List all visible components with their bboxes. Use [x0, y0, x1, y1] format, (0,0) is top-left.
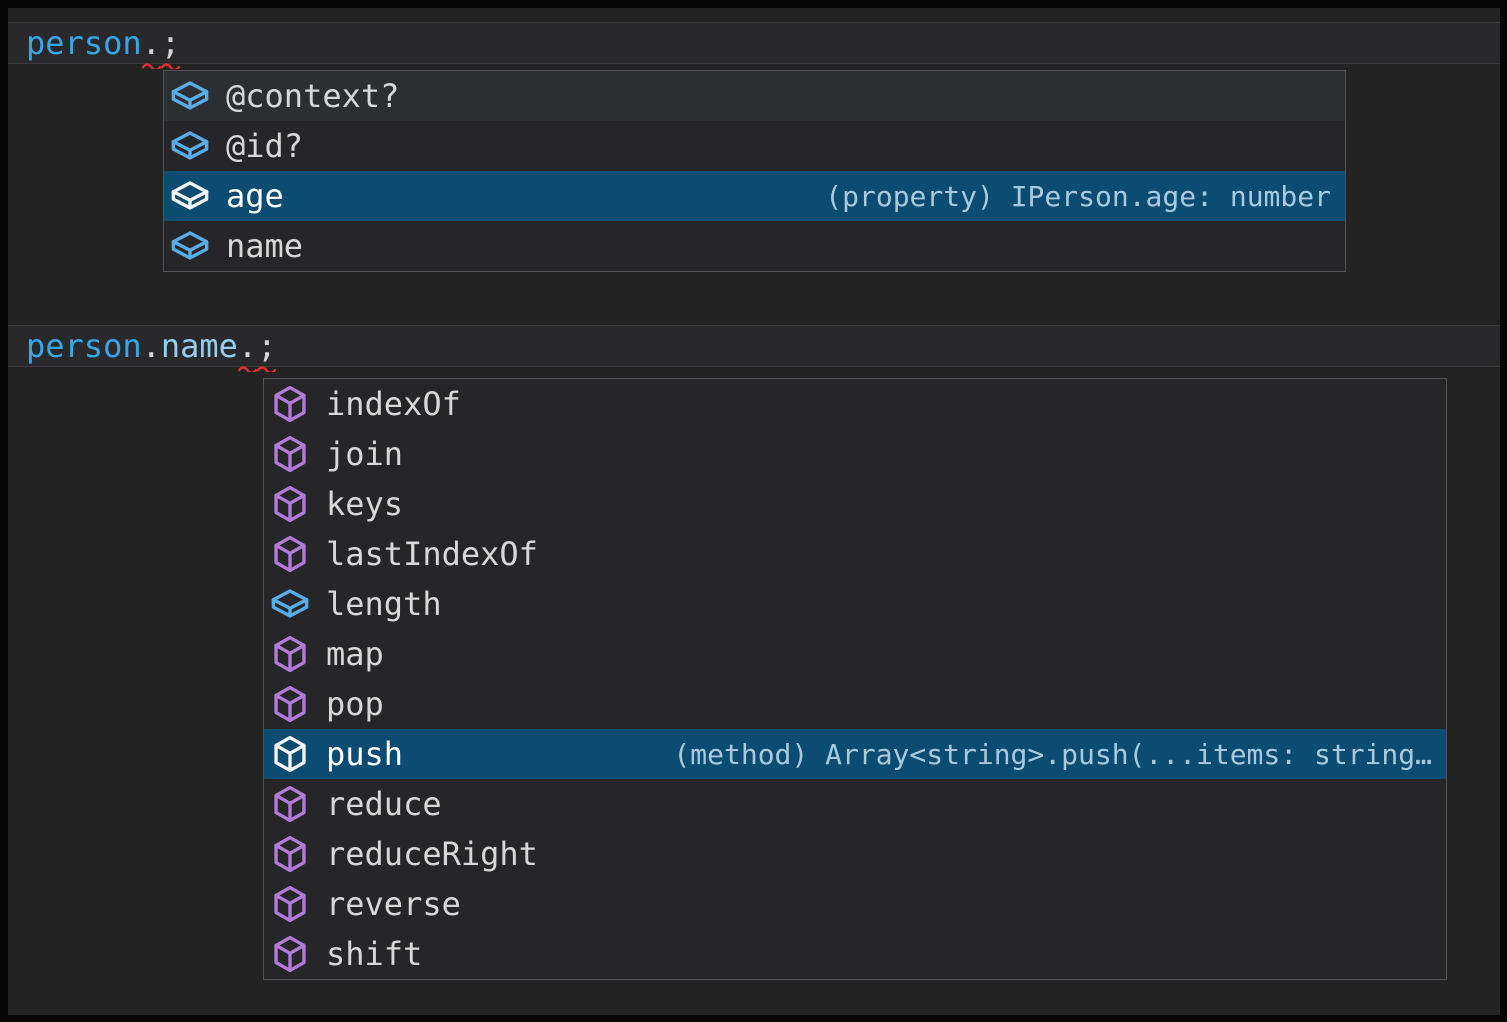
suggest-widget-string-members: indexOf join keys lastIndexOf length map pop pu…	[263, 378, 1447, 980]
symbol-field-icon	[171, 77, 209, 115]
editor-surface: person.; @context? @id? age (property) IPer…	[8, 8, 1500, 1015]
code-token: person	[26, 24, 142, 62]
suggestion-detail: (method) Array<string>.push(...items: st…	[673, 737, 1432, 771]
error-squiggle-icon	[237, 366, 257, 372]
suggestion-label: indexOf	[326, 385, 461, 423]
suggestion-item[interactable]: map	[264, 629, 1446, 679]
suggestion-label: join	[326, 435, 404, 473]
suggestion-label: lastIndexOf	[326, 535, 538, 573]
code-token: ;	[257, 326, 276, 372]
symbol-method-icon	[271, 735, 309, 773]
code-token: .	[237, 326, 257, 372]
suggestion-item[interactable]: @id?	[164, 121, 1345, 171]
code-line-2[interactable]: person.name.;	[8, 325, 1500, 372]
suggestion-label: length	[326, 585, 442, 623]
symbol-method-icon	[271, 885, 309, 923]
symbol-field-icon	[171, 127, 209, 165]
error-squiggle-icon	[141, 63, 161, 69]
suggestion-label: reverse	[326, 885, 461, 923]
suggestion-item[interactable]: lastIndexOf	[264, 529, 1446, 579]
symbol-method-icon	[271, 385, 309, 423]
symbol-method-icon	[271, 635, 309, 673]
suggestion-item[interactable]: reduce	[264, 779, 1446, 829]
suggestion-label: pop	[326, 685, 384, 723]
code-token: name	[160, 327, 238, 365]
symbol-field-icon	[271, 585, 309, 623]
suggestion-item[interactable]: name	[164, 221, 1345, 271]
suggestion-label: reduceRight	[326, 835, 538, 873]
suggestion-item[interactable]: reverse	[264, 879, 1446, 929]
suggestion-label: map	[326, 635, 384, 673]
suggestion-item[interactable]: shift	[264, 929, 1446, 979]
code-line-2-text: person.name.;	[26, 326, 276, 372]
suggestion-item[interactable]: indexOf	[264, 379, 1446, 429]
symbol-field-icon	[171, 227, 209, 265]
suggestion-detail: (property) IPerson.age: number	[825, 179, 1331, 213]
symbol-method-icon	[271, 685, 309, 723]
symbol-method-icon	[271, 485, 309, 523]
suggest-widget-person-members: @context? @id? age (property) IPerson.age: …	[163, 70, 1346, 272]
suggestion-label: @id?	[226, 127, 304, 165]
symbol-method-icon	[271, 935, 309, 973]
suggestion-item[interactable]: age (property) IPerson.age: number	[164, 171, 1345, 221]
symbol-method-icon	[271, 835, 309, 873]
code-token: person	[26, 327, 142, 365]
suggestion-label: shift	[326, 935, 423, 973]
code-line-1[interactable]: person.;	[8, 22, 1500, 69]
suggestion-label: push	[326, 735, 404, 773]
symbol-field-icon	[171, 177, 209, 215]
suggestion-item[interactable]: keys	[264, 479, 1446, 529]
suggestion-label: reduce	[326, 785, 442, 823]
suggestion-item[interactable]: join	[264, 429, 1446, 479]
symbol-method-icon	[271, 535, 309, 573]
suggestion-item[interactable]: push (method) Array<string>.push(...items…	[264, 729, 1446, 779]
suggestion-item[interactable]: @context?	[164, 71, 1345, 121]
code-token: ;	[160, 23, 180, 69]
error-squiggle-icon	[257, 366, 277, 372]
symbol-method-icon	[271, 785, 309, 823]
error-squiggle-icon	[160, 63, 180, 69]
code-line-1-text: person.;	[26, 23, 180, 69]
suggestion-label: age	[226, 177, 284, 215]
suggestion-item[interactable]: length	[264, 579, 1446, 629]
suggestion-label: name	[226, 227, 304, 265]
suggestion-label: @context?	[226, 77, 400, 115]
code-token: .	[141, 23, 161, 69]
suggestion-item[interactable]: reduceRight	[264, 829, 1446, 879]
symbol-method-icon	[271, 435, 309, 473]
suggestion-label: keys	[326, 485, 404, 523]
suggestion-item[interactable]: pop	[264, 679, 1446, 729]
code-token: .	[141, 327, 161, 365]
